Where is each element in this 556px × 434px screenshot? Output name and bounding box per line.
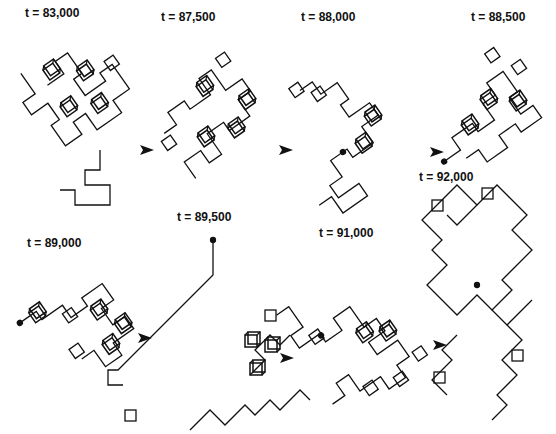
time-label: t = 83,000	[24, 6, 80, 20]
time-label: t = 87,500	[160, 10, 216, 24]
time-label: t = 89,500	[176, 210, 232, 224]
time-label: t = 92,000	[418, 170, 474, 184]
time-label: t = 91,000	[318, 226, 374, 240]
time-label: t = 89,000	[26, 236, 82, 250]
time-label: t = 88,000	[300, 10, 356, 24]
time-label: t = 88,500	[470, 10, 526, 24]
